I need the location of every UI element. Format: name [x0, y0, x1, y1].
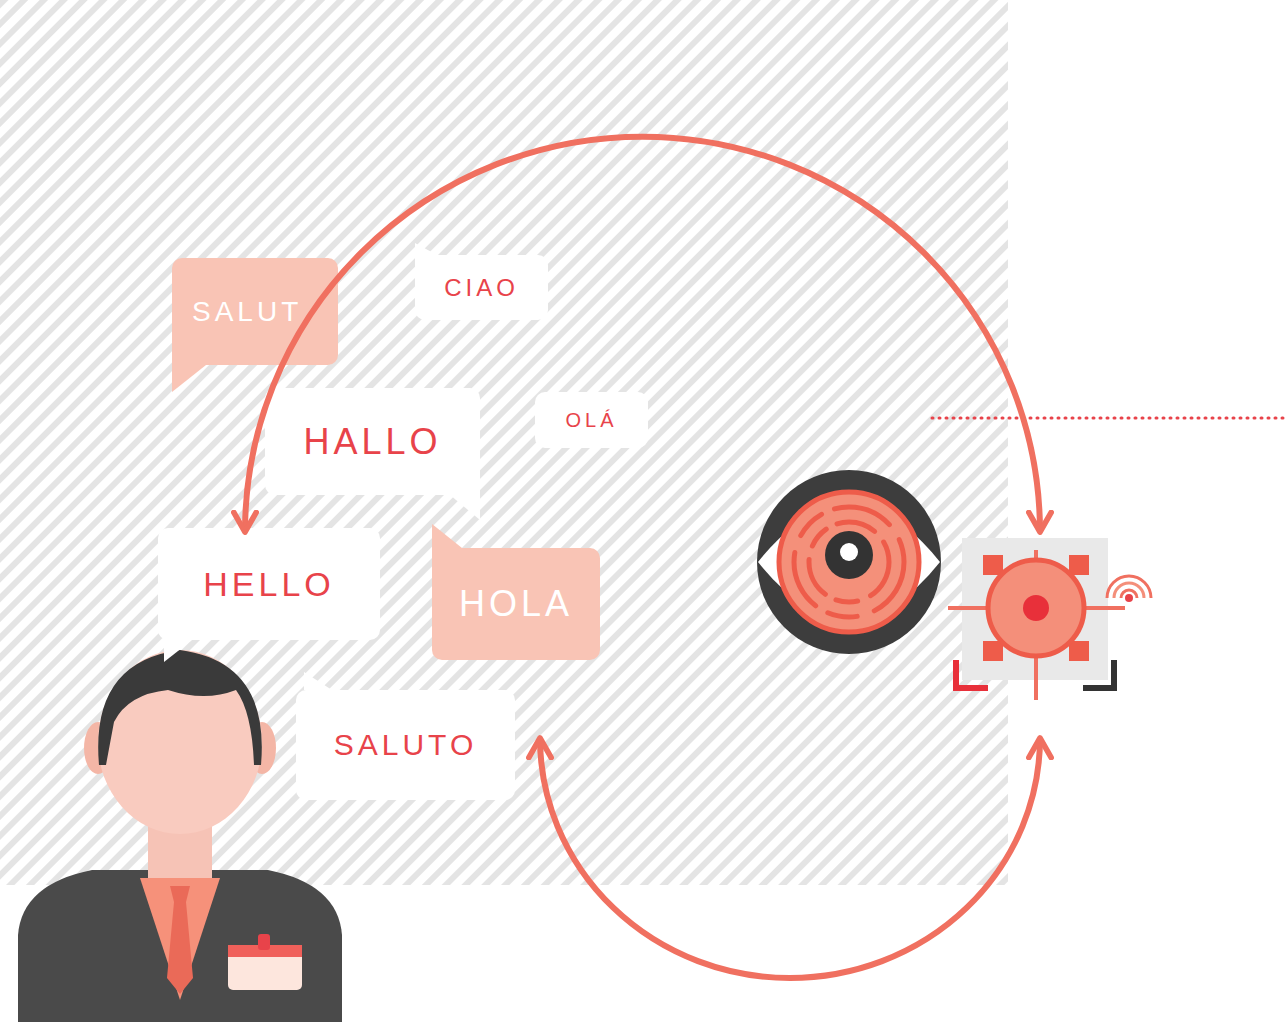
person-figure [258, 934, 270, 950]
person-figure [228, 945, 302, 990]
bubble-texts: HOLA [432, 548, 600, 660]
scanner-icon [988, 560, 1084, 656]
speech-bubble: HELLO [158, 528, 380, 640]
scanner-icon [956, 660, 988, 688]
bubble-body [535, 392, 648, 448]
speech-bubble: SALUTO [296, 690, 515, 800]
eye-icon [840, 543, 858, 561]
bubble-tail [432, 524, 462, 574]
greeting-word: SALUTO [334, 728, 478, 762]
scanner-icon [1121, 590, 1137, 598]
eye-icon [757, 470, 941, 654]
greeting-word: SALUT [192, 296, 302, 328]
person-figure [170, 886, 190, 902]
scanner-icon [1069, 641, 1089, 661]
bubble-texts: SALUTO [296, 690, 515, 800]
bubble-texts: CIAO [415, 255, 548, 320]
eye-icon [825, 531, 873, 579]
eye-icon [757, 470, 941, 654]
bubble-texts: HALLO [265, 388, 480, 495]
scanner-icon [1083, 660, 1114, 688]
bubble-body [432, 548, 600, 660]
greeting-word: HELLO [203, 565, 335, 604]
bubble-tail [164, 640, 192, 662]
bubble-texts: OLÁ [535, 392, 648, 448]
bubble-body [415, 255, 548, 320]
person-figure [98, 650, 262, 834]
scanner-icon [1107, 576, 1151, 598]
eye-icon [809, 522, 889, 602]
bubble-tail [415, 243, 437, 273]
bubble-body [172, 258, 338, 365]
speech-bubble: HALLO [265, 388, 480, 495]
eye-icon [779, 492, 919, 632]
scanner-icon [1023, 595, 1049, 621]
bubble-body [158, 528, 380, 640]
bubble-tail [304, 672, 332, 690]
speech-bubble: SALUT [172, 258, 338, 365]
bubble-texts: HELLO [158, 528, 380, 640]
person-figure [18, 650, 342, 1022]
cycle-arc [540, 738, 1040, 978]
scanner-icon [1114, 583, 1144, 598]
bubble-tail [450, 473, 480, 520]
scanner-icon [948, 538, 1151, 700]
speech-bubble: HOLA [432, 548, 600, 660]
eye-icon [794, 507, 904, 617]
bubble-body [296, 690, 515, 800]
greeting-word: HALLO [303, 421, 441, 463]
greeting-word: HOLA [459, 583, 573, 625]
bubble-tail [172, 338, 206, 392]
bubble-texts: SALUT [172, 258, 338, 365]
dotted-line [932, 417, 1286, 420]
person-figure [167, 902, 193, 994]
speech-bubble: CIAO [415, 255, 548, 320]
person-figure [98, 650, 262, 765]
scanner-icon [1069, 555, 1089, 575]
greeting-word: CIAO [444, 274, 519, 302]
scanner-icon [983, 641, 1003, 661]
person-figure [18, 870, 342, 1022]
hatched-area [0, 0, 1008, 885]
bubble-body [265, 388, 480, 495]
scanner-icon [983, 555, 1003, 575]
greeting-word: OLÁ [565, 409, 617, 432]
cycle-arc [245, 137, 1040, 532]
scanner-icon [1125, 594, 1133, 602]
speech-bubble: OLÁ [535, 392, 648, 448]
person-figure [140, 878, 220, 1000]
